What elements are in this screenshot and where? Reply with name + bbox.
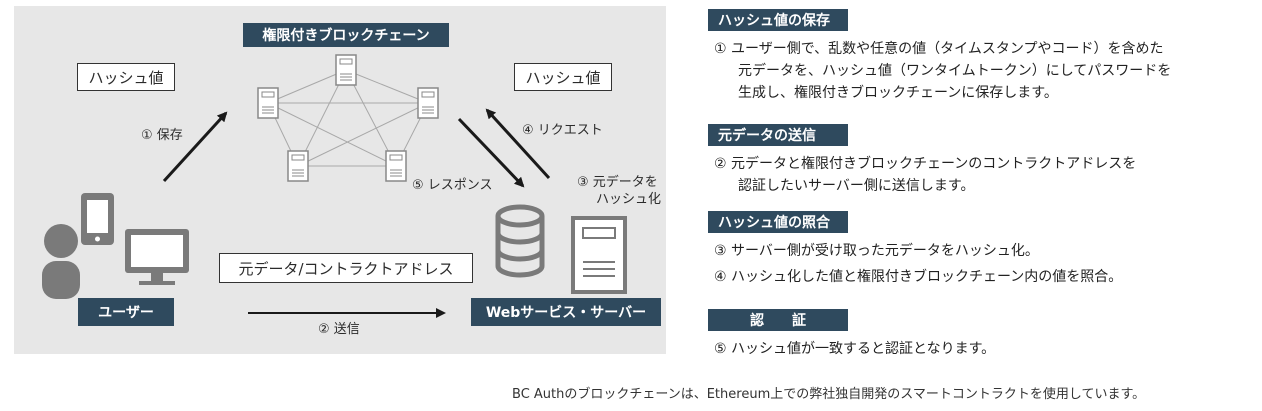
step-request-label: ④ リクエスト [522,123,603,138]
section-title-hash-save: ハッシュ値の保存 [708,9,848,31]
server-icon [571,216,627,294]
server-label: Webサービス・サーバー [471,298,661,326]
blockchain-node-icon [287,150,309,182]
section-text-line: ② 元データと権限付きブロックチェーンのコントラクトアドレスを [714,156,1137,172]
section-title-hash-verify: ハッシュ値の照合 [708,211,848,233]
hash-value-label-left: ハッシュ値 [77,63,175,91]
section-text-line: ③ サーバー側が受け取った元データをハッシュ化。 [714,243,1039,259]
section-text-line: 認証したいサーバー側に送信します。 [738,178,975,194]
section-text-line: 生成し、権限付きブロックチェーンに保存します。 [738,85,1058,101]
section-text-line: ④ ハッシュ化した値と権限付きブロックチェーン内の値を照合。 [714,269,1123,285]
database-icon [495,204,545,278]
request-arrow [485,108,551,180]
blockchain-node-icon [257,87,279,119]
section-title-auth: 認 証 [708,309,848,331]
section-text-line: ① ユーザー側で、乱数や任意の値（タイムスタンプやコード）を含めた [714,41,1164,57]
monitor-icon [125,229,189,285]
step-send-label: ② 送信 [318,322,360,337]
hash-value-label-right: ハッシュ値 [514,63,612,91]
step-hash-label-line1: ③ 元データを [577,175,658,190]
blockchain-label: 権限付きブロックチェーン [243,23,449,47]
contract-address-label: 元データ/コントラクトアドレス [219,253,473,283]
step-response-label: ⑤ レスポンス [412,178,493,193]
blockchain-node-icon [335,54,357,86]
step-hash-label-line2: ハッシュ化 [596,192,662,207]
blockchain-node-icon [385,150,407,182]
save-arrow [162,111,228,183]
footer-note: BC Authのブロックチェーンは、Ethereum上での弊社独自開発のスマート… [512,387,1146,402]
step-save-label: ① 保存 [141,128,183,143]
response-arrow [457,117,525,188]
person-icon [42,224,80,299]
section-text-line: 元データを、ハッシュ値（ワンタイムトークン）にしてパスワードを [738,63,1172,79]
blockchain-node-icon [417,87,439,119]
section-text-line: ⑤ ハッシュ値が一致すると認証となります。 [714,341,996,357]
section-title-data-send: 元データの送信 [708,124,848,146]
user-label: ユーザー [78,298,174,326]
smartphone-icon [81,193,114,245]
